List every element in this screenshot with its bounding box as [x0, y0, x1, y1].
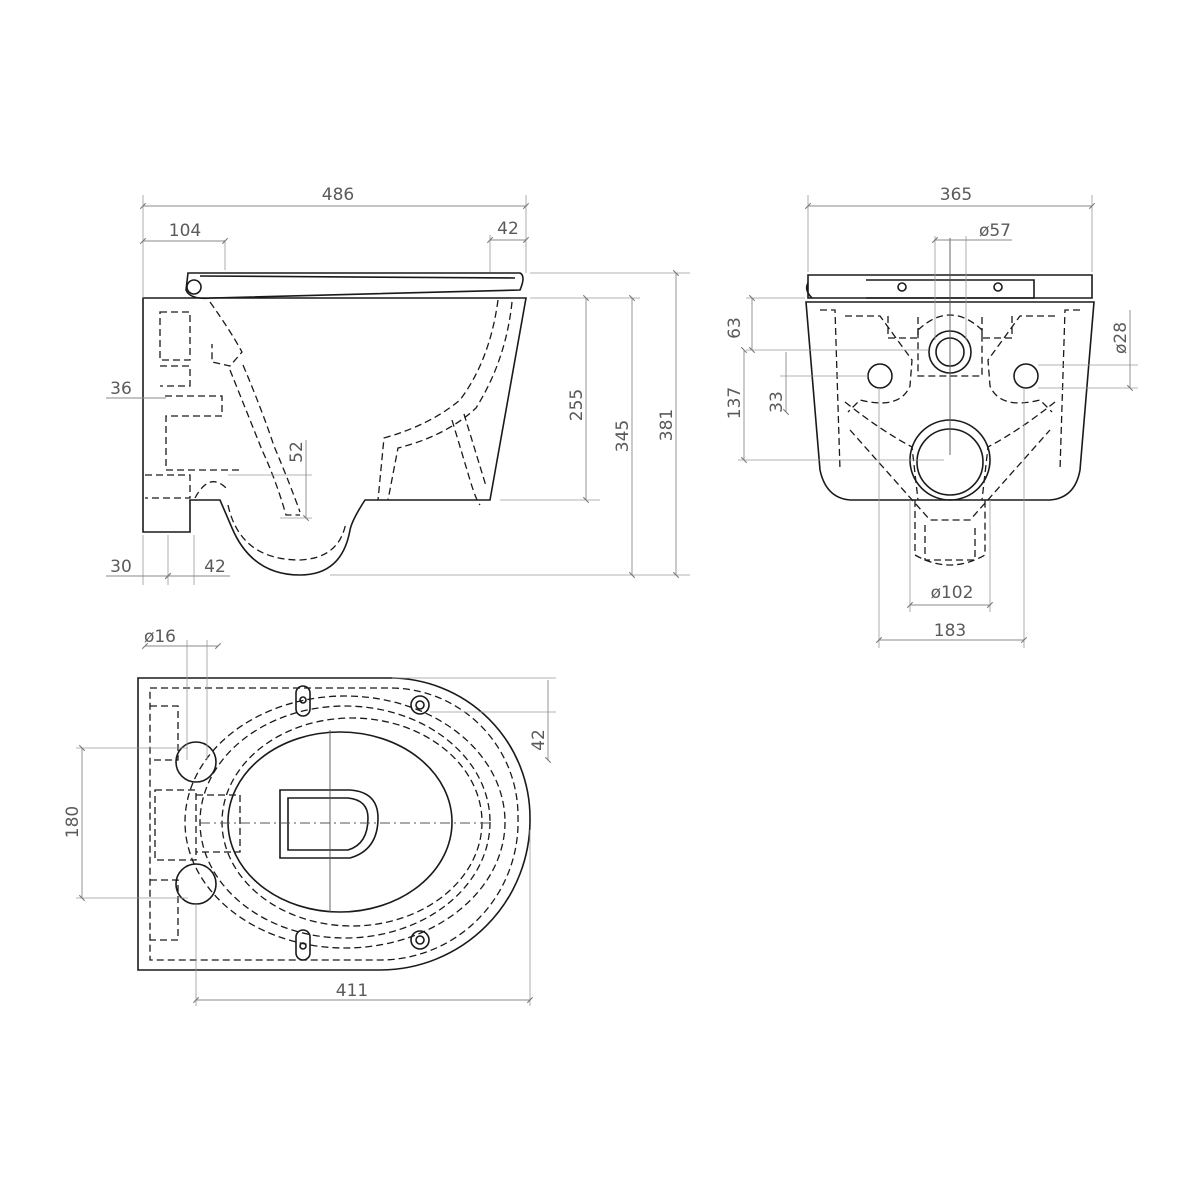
- dim-255: 255: [567, 389, 587, 421]
- front-view: 365 ø57 ø28 63 33 137 ø102 183: [725, 185, 1138, 648]
- dim-42-seat: 42: [497, 219, 519, 239]
- dim-183: 183: [934, 621, 966, 641]
- dim-137: 137: [725, 387, 745, 419]
- dim-63: 63: [725, 317, 745, 339]
- top-view: ø16 42 180 411: [63, 627, 556, 1006]
- dim-30: 30: [110, 557, 132, 577]
- dim-36: 36: [110, 379, 132, 399]
- dim-381: 381: [657, 409, 677, 441]
- dim-42-top: 42: [529, 729, 549, 751]
- dim-345: 345: [613, 420, 633, 452]
- dim-57-dia: ø57: [979, 221, 1011, 241]
- side-view: 486 104 42 36 52 255 345 381 30 42: [106, 185, 690, 585]
- dim-16-dia: ø16: [144, 627, 176, 647]
- dim-104: 104: [169, 221, 201, 241]
- dim-411: 411: [336, 981, 368, 1001]
- dim-180: 180: [63, 806, 83, 838]
- dim-28-dia: ø28: [1111, 322, 1131, 354]
- dim-33: 33: [767, 391, 787, 413]
- dim-52: 52: [287, 441, 307, 463]
- dim-486: 486: [322, 185, 354, 205]
- dim-365: 365: [940, 185, 972, 205]
- dim-42-outlet: 42: [204, 557, 226, 577]
- dim-102-dia: ø102: [931, 583, 974, 603]
